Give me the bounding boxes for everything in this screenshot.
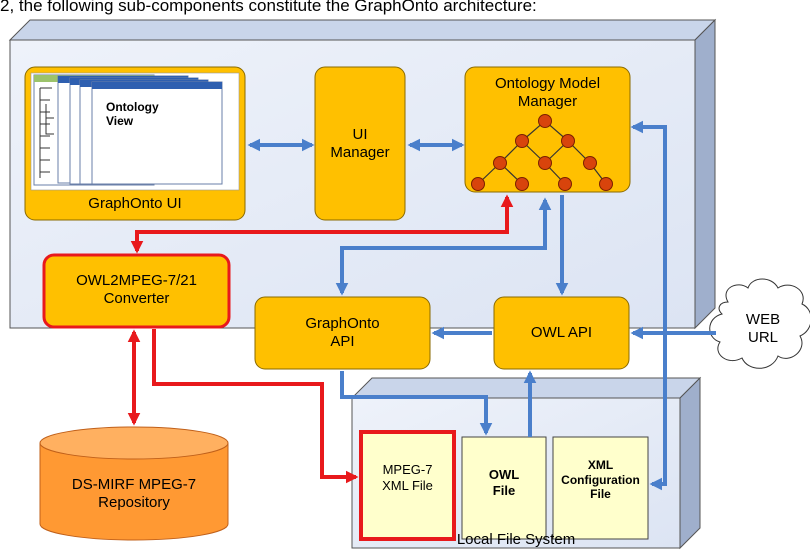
intro-text: 2, the following sub-components constitu…: [0, 0, 537, 15]
graphonto-api-box: [254, 296, 431, 370]
ontology-view-window: [33, 74, 223, 186]
arrow-graphontoapi-owlfile: [340, 371, 493, 436]
arrow-omm-converter: [130, 194, 514, 254]
owl-file-label: OWL File: [488, 467, 520, 498]
repository-cylinder: [39, 426, 229, 541]
owl-api-label: OWL API: [530, 324, 593, 341]
graphonto-ui-label: GraphOnto UI: [88, 195, 182, 212]
owl-file-box: [461, 436, 547, 540]
ontology-view-label: Ontology View: [106, 99, 159, 128]
repository-label: DS-MIRF MPEG-7 Repository: [71, 476, 197, 511]
graphonto-api-label: GraphOnto API: [305, 315, 380, 350]
local-file-system-label: Local File System: [456, 531, 576, 548]
ontology-model-manager-label: Ontology Model Manager: [494, 75, 601, 110]
xml-configuration-file-label: XML Configuration File: [561, 458, 640, 502]
arrow-converter-mpeg7: [152, 329, 359, 484]
ui-manager-label: UI Manager: [330, 126, 390, 161]
web-url-cloud: [709, 278, 810, 369]
mpeg7-xml-file-label: MPEG-7 XML File: [382, 462, 433, 493]
mpeg7-xml-file-box: [359, 430, 456, 541]
web-url-label: WEB URL: [745, 311, 781, 346]
ontology-model-manager-box: [464, 66, 631, 193]
owl-api-box: [493, 296, 630, 370]
converter-box: [42, 253, 231, 329]
arrow-omm-xmlconfig: [630, 120, 667, 491]
tree-icon: [39, 87, 54, 178]
converter-label: OWL2MPEG-7/21 Converter: [76, 272, 197, 307]
